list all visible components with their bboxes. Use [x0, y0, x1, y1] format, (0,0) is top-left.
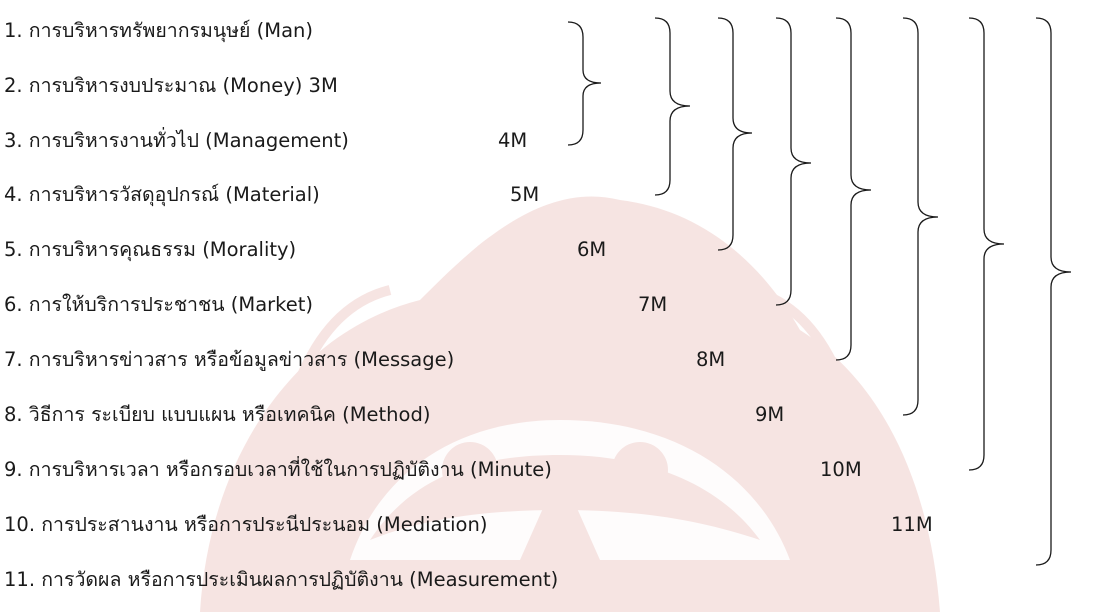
brace-10m — [1035, 17, 1072, 566]
list-item-10: 10. การประสานงาน หรือการประนีประนอม (Med… — [4, 513, 488, 536]
brace-5m — [717, 17, 753, 251]
label-5m: 5M — [510, 183, 540, 206]
brace-6m — [775, 17, 812, 306]
label-6m: 6M — [577, 238, 607, 261]
list-item-11: 11. การวัดผล หรือการประเมินผลการปฏิบัติง… — [4, 568, 559, 591]
label-7m: 7M — [638, 293, 668, 316]
brace-4m — [654, 17, 691, 196]
label-9m: 9M — [755, 403, 785, 426]
list-item-7: 7. การบริหารข่าวสาร หรือข้อมูลข่าวสาร (M… — [4, 348, 455, 371]
list-item-8: 8. วิธีการ ระเบียบ แบบแผน หรือเทคนิค (Me… — [4, 403, 431, 426]
label-4m: 4M — [498, 129, 528, 152]
list-item-4: 4. การบริหารวัสดุอุปกรณ์ (Material) — [4, 183, 320, 206]
list-item-5: 5. การบริหารคุณธรรม (Morality) — [4, 238, 297, 261]
brace-9m — [968, 17, 1005, 471]
list-item-2: 2. การบริหารงบประมาณ (Money) 3M — [4, 74, 338, 97]
brace-7m — [835, 17, 872, 361]
list-item-9: 9. การบริหารเวลา หรือกรอบเวลาที่ใช้ในการ… — [4, 458, 552, 481]
label-11m: 11M — [891, 513, 933, 536]
brace-8m — [902, 17, 939, 416]
list-item-6: 6. การให้บริการประชาชน (Market) — [4, 293, 314, 316]
list-item-1: 1. การบริหารทรัพยากรมนุษย์ (Man) — [4, 19, 314, 42]
label-8m: 8M — [696, 348, 726, 371]
list-item-3: 3. การบริหารงานทั่วไป (Management) — [4, 129, 349, 152]
label-10m: 10M — [820, 458, 862, 481]
brace-3m — [567, 21, 602, 146]
